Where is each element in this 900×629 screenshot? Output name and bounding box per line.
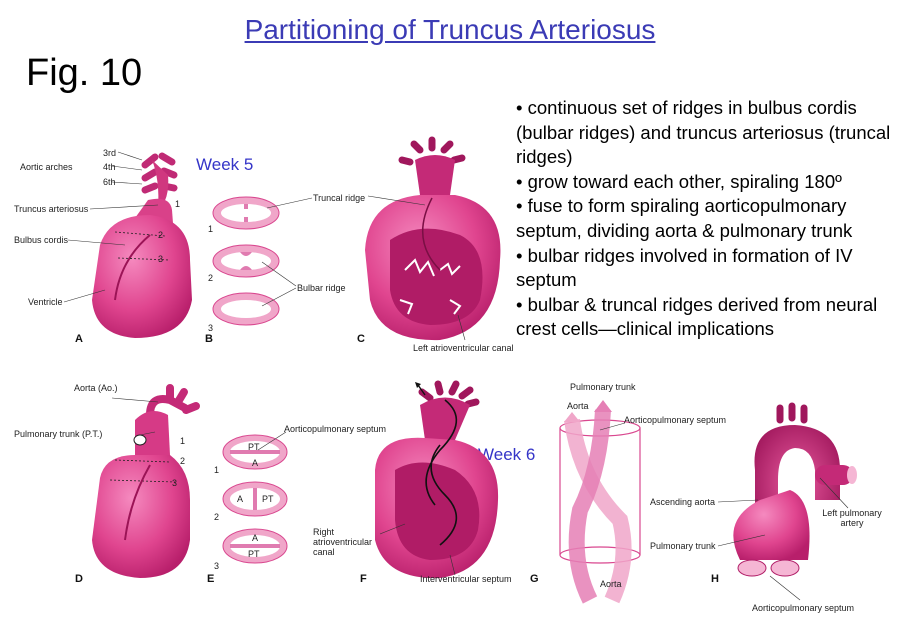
section-number: 3 [214,561,220,571]
pulmonary-trunk-g-label: Pulmonary trunk [570,382,636,392]
great-vessels-h [733,402,857,577]
heart-section-c [365,136,501,341]
panel-label-f: F [360,573,367,585]
panel-label-c: C [357,333,365,345]
section-number: 1 [208,224,214,234]
slide-title: Partitioning of Truncus Arteriosus [244,14,656,45]
section-number: 2 [208,273,214,283]
aorticopulmonary-septum-g-label: Aorticopulmonary septum [624,415,727,425]
leader-line [139,431,156,436]
leader-line [599,422,626,431]
section-number: 1 [180,436,186,446]
section-number: 1 [214,465,220,475]
bulbar-ridge-label: Bulbar ridge [297,283,346,293]
aorticopulmonary-septum-e-label: Aorticopulmonary septum [284,424,387,434]
leader-line [367,195,426,206]
leader-line [449,554,456,576]
pulmonary-trunk-pt-label: Pulmonary trunk (P.T.) [14,429,103,439]
bullet-item: • bulbar ridges involved in formation of… [516,244,853,291]
leader-line [717,499,759,503]
heart-section-f [375,380,499,579]
section-number: 1 [175,199,181,209]
section-number: 2 [214,512,220,522]
leader-line [261,287,297,307]
arch-3-label: 3rd [103,148,117,158]
panel-label-a: A [75,333,83,345]
section-letter-a: A [252,533,259,543]
leader-line [111,165,143,171]
aorta-ao-label: Aorta (Ao.) [74,383,118,393]
aorta-g-bottom-label: Aorta [600,579,622,589]
leader-line [111,397,159,403]
section-letter-a: A [252,458,259,468]
leader-line [111,181,143,185]
ventricle-label: Ventricle [28,297,63,307]
arch-4-label: 4th [103,162,116,172]
section-letter-pt: PT [248,442,260,452]
leader-line [717,534,766,547]
cross-sections-b [212,196,280,326]
leader-line [261,261,297,287]
pulmonary-trunk-h-label: Pulmonary trunk [650,541,716,551]
bullet-list: • continuous set of ridges in bulbus cor… [516,96,900,342]
section-number: 3 [208,323,214,333]
panel-label-b: B [205,333,213,345]
section-number: 2 [180,456,186,466]
bulbus-cordis-label: Bulbus cordis [14,235,69,245]
section-number: 3 [158,254,164,264]
section-number: 3 [172,478,178,488]
leader-line [117,151,143,161]
panel-label-h: H [711,573,719,585]
leader-line [89,204,159,210]
panel-label-g: G [530,573,539,585]
leader-line [63,289,106,303]
heart-diagram-d [92,384,200,578]
interventricular-septum-label: Interventricular septum [420,574,512,584]
aortic-arches-label: Aortic arches [20,162,73,172]
leader-line [67,239,126,246]
bullet-item: • fuse to form spiraling aorticopulmonar… [516,195,853,241]
week-6-label: Week 6 [478,445,536,464]
left-av-canal-label: Left atrioventricular canal [413,343,514,353]
leader-line [379,523,406,535]
left-pulmonary-artery-label: Left pulmonary artery [822,508,882,528]
aorta-g-top-label: Aorta [567,401,589,411]
bullet-item: • continuous set of ridges in bulbus cor… [516,97,891,168]
figure-label: Fig. 10 [26,52,143,94]
week-5-label: Week 5 [196,155,254,174]
ascending-aorta-label: Ascending aorta [650,497,716,507]
leader-line [257,431,287,451]
bullet-item: • grow toward each other, spiraling 180º [516,170,842,192]
leader-line [457,314,466,341]
truncal-ridge-label: Truncal ridge [313,193,366,203]
cross-sections-e [222,434,288,564]
spiral-septum-g [559,400,641,604]
section-letter-pt: PT [262,494,274,504]
section-number: 2 [158,230,164,240]
right-av-canal-label: Right atrioventricular canal [313,527,373,557]
section-letter-a: A [237,494,244,504]
aorticopulmonary-septum-h-label: Aorticopulmonary septum [752,603,855,613]
leader-line [266,197,313,209]
leader-line [769,575,801,601]
heart-diagram-a [92,152,192,338]
arch-6-label: 6th [103,177,116,187]
bullet-item: • bulbar & truncal ridges derived from n… [516,293,878,340]
leader-line [819,477,849,509]
truncus-arteriosus-label: Truncus arteriosus [14,204,89,214]
panel-label-d: D [75,573,83,585]
section-letter-pt: PT [248,549,260,559]
panel-label-e: E [207,573,215,585]
